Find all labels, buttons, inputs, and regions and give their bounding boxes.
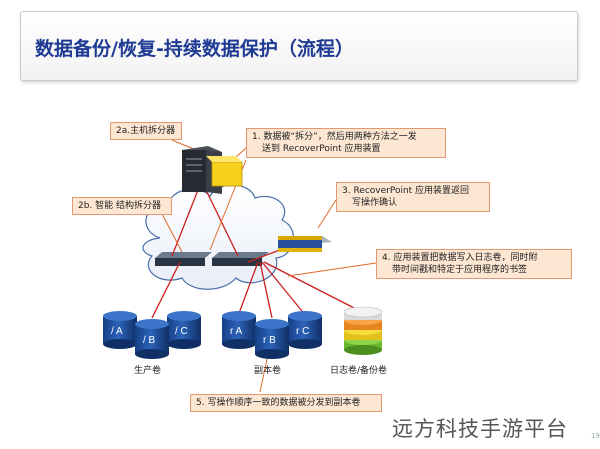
callout-text: 1. 数据被“拆分”，然后用两种方法之一发 bbox=[252, 132, 417, 142]
callout-text: 5. 写操作顺序一致的数据被分发到副本卷 bbox=[196, 398, 361, 408]
page-title: 数据备份/恢复-持续数据保护（流程） bbox=[35, 38, 354, 60]
callout-step-5: 5. 写操作顺序一致的数据被分发到副本卷 bbox=[190, 394, 382, 412]
link-lines bbox=[151, 189, 363, 319]
volume-prod-b: / B bbox=[135, 319, 169, 359]
host-server-icon bbox=[182, 146, 243, 194]
volume-label: / C bbox=[175, 326, 188, 337]
volume-prod-a: / A bbox=[103, 311, 137, 349]
volume-prod-c: / C bbox=[167, 311, 201, 349]
callout-text: 2b. 智能 结构拆分器 bbox=[78, 201, 162, 211]
callout-text: 带时间戳和特定于应用程序的书签 bbox=[392, 265, 528, 275]
callout-text: 2a.主机拆分器 bbox=[116, 126, 176, 136]
callout-fabric-splitter: 2b. 智能 结构拆分器 bbox=[72, 197, 172, 215]
journal-volumes-label: 日志卷/备份卷 bbox=[330, 366, 388, 376]
callout-host-splitter: 2a.主机拆分器 bbox=[110, 122, 182, 140]
replica-volumes-label: 副本卷 bbox=[254, 366, 282, 376]
title-box: 数据备份/恢复-持续数据保护（流程） bbox=[20, 11, 578, 81]
volume-label: r C bbox=[296, 326, 309, 337]
callout-text: 写操作确认 bbox=[352, 198, 398, 208]
volume-label: r B bbox=[263, 335, 276, 346]
volume-rep-a: r A bbox=[222, 311, 256, 349]
fabric-switch-left bbox=[155, 252, 212, 266]
recoverpoint-appliance-icon bbox=[278, 236, 332, 252]
callout-step-1: 1. 数据被“拆分”，然后用两种方法之一发 送到 RecoverPoint 应用… bbox=[246, 128, 446, 158]
fabric-switch-right bbox=[212, 252, 269, 266]
page-number: 19 bbox=[591, 432, 600, 440]
volume-label: / B bbox=[143, 335, 156, 346]
production-volumes: / A / C / B bbox=[103, 311, 201, 359]
journal-volume-icon bbox=[343, 306, 383, 355]
callout-step-3: 3. RecoverPoint 应用装置返回 写操作确认 bbox=[336, 182, 490, 212]
callout-text: 4. 应用装置把数据写入日志卷，同时附 bbox=[382, 253, 538, 263]
production-volumes-label: 生产卷 bbox=[134, 366, 162, 376]
replica-volumes: r A r C r B bbox=[222, 311, 322, 359]
volume-rep-b: r B bbox=[255, 319, 289, 359]
callout-text: 3. RecoverPoint 应用装置返回 bbox=[342, 186, 470, 196]
volume-rep-c: r C bbox=[288, 311, 322, 349]
volume-label: r A bbox=[230, 326, 243, 337]
callout-step-4: 4. 应用装置把数据写入日志卷，同时附 带时间戳和特定于应用程序的书签 bbox=[376, 249, 572, 279]
watermark: 远方科技手游平台 bbox=[392, 417, 568, 441]
volume-label: / A bbox=[111, 326, 123, 337]
callout-text: 送到 RecoverPoint 应用装置 bbox=[262, 144, 381, 154]
